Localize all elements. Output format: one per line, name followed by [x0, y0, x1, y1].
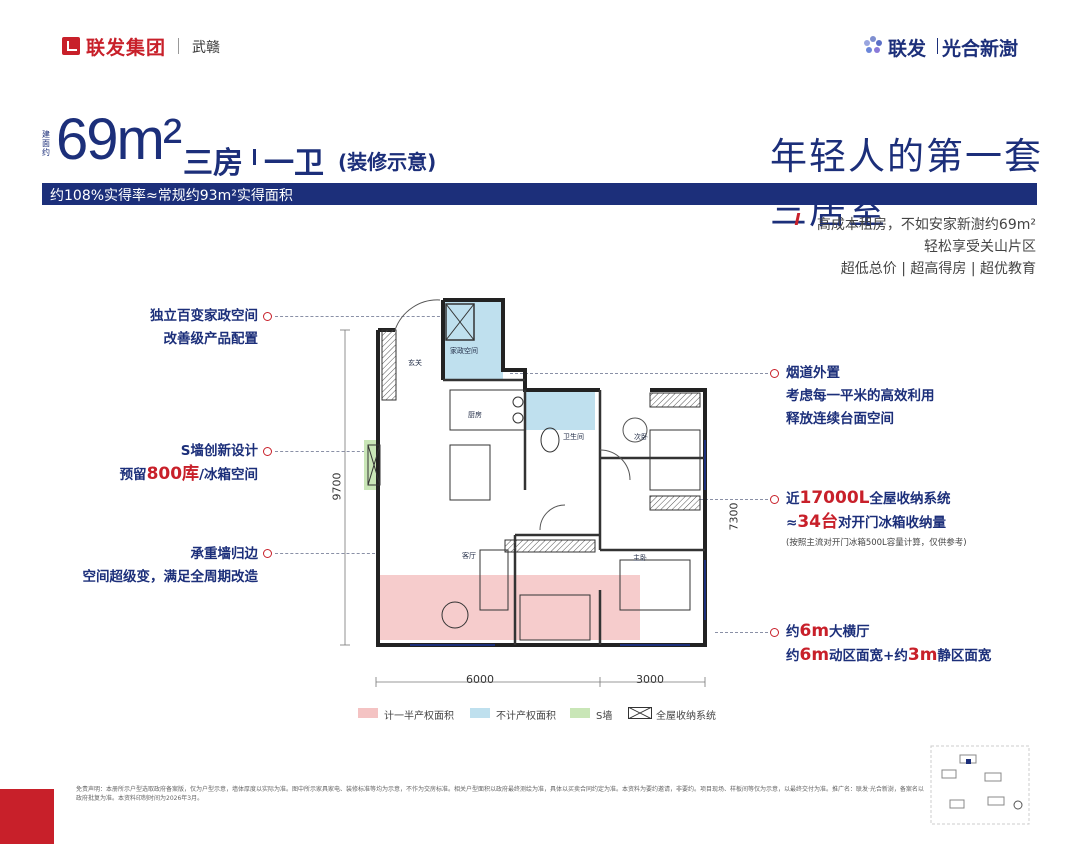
annotation-line: 考虑每一平米的高效利用 [786, 388, 935, 404]
marker-dot [263, 549, 272, 558]
annotation-width: 约6m大横厅 约6m动区面宽+约3m静区面宽 [786, 620, 991, 668]
corner-decoration [0, 789, 54, 844]
dimension-width-left: 6000 [466, 673, 494, 686]
leader-line [275, 451, 365, 452]
decoration-note: (装修示意) [338, 150, 437, 174]
marker-dot [263, 312, 272, 321]
highlight-value: 6m [799, 645, 830, 665]
divider [253, 149, 256, 165]
legend-label: 不计产权面积 [496, 711, 556, 722]
room-label-master: 主卧 [633, 554, 647, 562]
storage-cabinet [649, 495, 701, 511]
marker-dot [263, 447, 272, 456]
annotation-text: 动区面宽+约 [829, 648, 908, 664]
legend-label: S墙 [596, 711, 613, 722]
right-brand-name: 联发 [888, 38, 927, 60]
brand-name: 联发集团 [86, 37, 167, 59]
info-line: 轻松享受关山片区 [924, 239, 1036, 255]
storage-cabinet [504, 539, 596, 553]
highlight-value: 800库 [146, 464, 200, 484]
flower-logo-icon [864, 36, 882, 53]
banner-text: 约108%实得率≈常规约93m²实得面积 [50, 188, 293, 204]
storage-note: (按照主流对开门冰箱500L容量计算，仅供参考) [786, 538, 967, 548]
room-count: 三房 [183, 146, 243, 181]
annotation-text: 对开门冰箱收纳量 [837, 515, 946, 531]
annotation-line: 承重墙归边 [190, 546, 259, 562]
room-label-kitchen: 厨房 [468, 411, 482, 419]
dimension-height-right: 7300 [727, 502, 741, 531]
brand-logo-icon [62, 37, 80, 55]
divider [937, 38, 938, 54]
bath-count: 一卫 [264, 146, 324, 181]
info-line: 超低总价 | 超高得房 | 超优教育 [840, 261, 1036, 277]
room-label-living: 客厅 [462, 552, 476, 560]
annotation-s-wall: S墙创新设计 预留800库/冰箱空间 [120, 440, 258, 487]
marker-dot [770, 369, 779, 378]
leader-line [275, 553, 375, 554]
annotation-text: 预留 [119, 467, 147, 483]
annotation-text: 约 [786, 624, 800, 640]
washer [445, 303, 475, 341]
info-line: 高成本租房，不如安家新澍约69m² [816, 217, 1036, 233]
floor-plan [340, 298, 707, 687]
banner-bar [42, 183, 1037, 205]
annotation-text: ≈ [786, 515, 798, 531]
annotation-wall: 承重墙归边 空间超级变，满足全周期改造 [83, 543, 259, 589]
annotation-text: 静区面宽 [937, 648, 992, 664]
area-size: 69m² [56, 107, 182, 172]
leader-line [275, 316, 445, 317]
annotation-utility: 独立百变家政空间 改善级产品配置 [150, 305, 258, 351]
annotation-line: S墙创新设计 [180, 443, 258, 459]
legend-label: 计一半产权面积 [384, 711, 454, 722]
legend-swatch-s-wall [570, 708, 590, 718]
marker-dot [770, 495, 779, 504]
room-label-bedroom2: 次卧 [634, 433, 648, 441]
area-note: 建面约 [42, 130, 50, 157]
leader-line [715, 632, 768, 633]
legend-swatch-no-area [470, 708, 490, 718]
bath-zone [525, 392, 595, 430]
annotation-line: 独立百变家政空间 [150, 308, 258, 324]
project-name: 光合新澍 [942, 38, 1019, 60]
dimension-width-right: 3000 [636, 673, 664, 686]
room-label-utility: 家政空间 [450, 347, 478, 355]
half-area-zone [378, 575, 640, 640]
annotation-text: 近 [786, 491, 800, 507]
annotation-line: 释放连续台面空间 [786, 411, 894, 427]
leader-line [700, 499, 768, 500]
highlight-value: 17000L [799, 488, 870, 508]
storage-cabinet [381, 329, 397, 401]
annotation-line: 改善级产品配置 [163, 331, 259, 347]
room-label-entry: 玄关 [408, 359, 422, 367]
annotation-line: 空间超级变，满足全周期改造 [82, 569, 259, 585]
annotation-flue: 烟道外置 考虑每一平米的高效利用 释放连续台面空间 [786, 362, 935, 431]
divider [178, 38, 179, 54]
brand-city: 武赣 [192, 40, 220, 56]
room-label-bath: 卫生间 [563, 433, 584, 441]
annotation-text: /冰箱空间 [199, 467, 258, 483]
site-map-icon [930, 745, 1030, 825]
annotation-line: 烟道外置 [786, 365, 840, 381]
leader-line [510, 373, 768, 374]
annotation-storage: 近17000L全屋收纳系统 ≈34台对开门冰箱收纳量 [786, 487, 950, 535]
annotation-text: 全屋收纳系统 [869, 491, 951, 507]
highlight-value: 34台 [797, 512, 838, 532]
highlight-value: 3m [907, 645, 938, 665]
annotation-text: 大横厅 [829, 624, 870, 640]
marker-dot [770, 628, 779, 637]
storage-cabinet [649, 392, 701, 408]
dimension-height-left: 9700 [330, 472, 344, 501]
legend-swatch-half-area [358, 708, 378, 718]
legend-label: 全屋收纳系统 [656, 711, 716, 722]
annotation-text: 约 [786, 648, 800, 664]
legend-swatch-storage [628, 707, 652, 719]
highlight-value: 6m [799, 621, 830, 641]
disclaimer: 免责声明：本册所示户型选取政府备案版，仅为户型示意，墙体厚度以实际为准。图中所示… [76, 786, 924, 802]
